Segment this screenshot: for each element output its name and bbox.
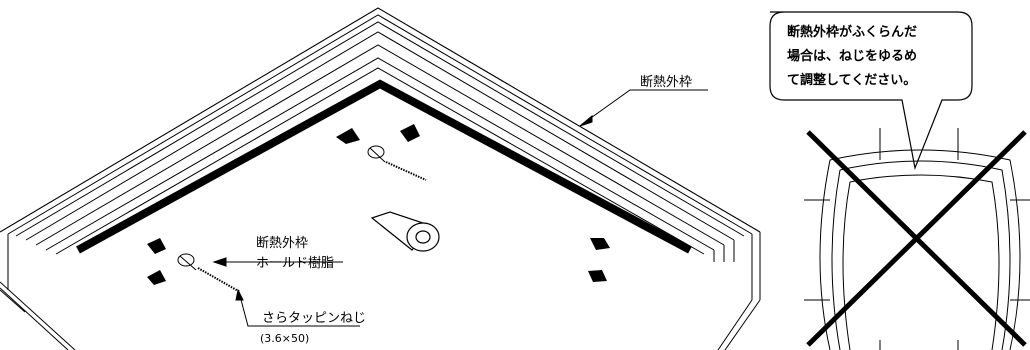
leader-lines: [212, 89, 708, 327]
arrow-left-upper: [147, 238, 166, 254]
frame-edge-7: [55, 67, 705, 255]
holder-resin-detail: [370, 211, 440, 252]
callout-line2: 場合は、ねじをゆるめ: [787, 48, 917, 64]
screw-label: さらタッピンねじ: [262, 311, 366, 326]
frame-edge-3: [15, 21, 745, 237]
frame-edge-4: [25, 31, 735, 241]
leader-screw-arrowhead: [235, 288, 244, 301]
frame-drawing: [0, 7, 761, 350]
holder-screw-top: [367, 145, 427, 181]
arrow-right-lower: [588, 270, 607, 282]
arrow-right-upper: [590, 238, 610, 250]
frame-outer-edge: [0, 7, 761, 233]
callout-line1: 断熱外枠がふくらんだ: [787, 24, 917, 40]
frame-label: 断熱外枠: [640, 75, 692, 90]
leader-frame-arrowhead: [579, 114, 593, 127]
callout-bubble: [769, 11, 973, 171]
frame-right-lower-4: [717, 299, 753, 350]
screw-top: [385, 161, 427, 181]
holder-resin-left: [177, 253, 195, 267]
prohibited-cross: [806, 130, 1027, 347]
frame-left-lower-1: [0, 281, 76, 350]
frame-left-lower-2: [0, 287, 69, 350]
frame-edge-2: [7, 14, 753, 235]
arrow-top-left: [336, 128, 360, 144]
arrow-left-lower: [147, 270, 166, 285]
holder-resin-top: [367, 145, 385, 159]
direction-arrows: [147, 124, 610, 285]
frame-edge-5: [35, 44, 725, 246]
leader-screw: [239, 295, 360, 327]
screw-left: [197, 267, 241, 293]
screw-size-label: (3.6×50): [260, 332, 309, 345]
callout-line3: て調整してください。: [787, 72, 916, 88]
holder-body-left: [179, 255, 197, 271]
leader-frame: [587, 89, 708, 121]
frame-left-lower-4: [0, 289, 26, 313]
holder-body-top: [369, 147, 386, 163]
frame-inner-seal: [76, 79, 692, 254]
holder-screw-left: [177, 253, 241, 293]
cross-line-2: [806, 130, 1027, 347]
holder-label-line1: 断熱外枠: [256, 236, 308, 251]
leader-holder-arrowhead: [212, 257, 227, 267]
frame-right-lower-3: [724, 299, 761, 350]
frame-edge-6: [45, 57, 715, 251]
holder-label-line2: ホールド樹脂: [256, 256, 334, 271]
arrow-top-right: [400, 124, 420, 142]
